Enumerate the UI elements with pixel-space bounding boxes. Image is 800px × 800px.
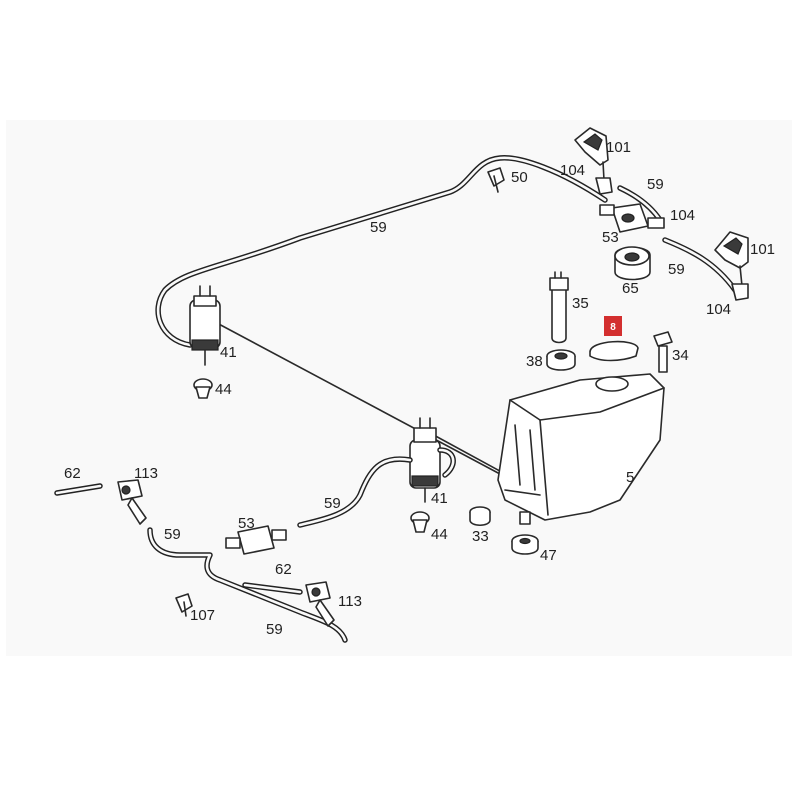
hose-59-center — [297, 447, 456, 528]
label-101-right: 101 — [750, 241, 775, 258]
clip-50 — [487, 167, 505, 193]
label-59-left: 59 — [164, 526, 181, 543]
label-59-center: 59 — [324, 495, 341, 512]
label-33: 33 — [472, 528, 489, 545]
label-104-mid: 104 — [670, 207, 695, 224]
clip-107 — [175, 593, 193, 617]
pump-41-left — [189, 285, 221, 366]
label-38: 38 — [526, 353, 543, 370]
hose-59-right-lower — [662, 237, 738, 293]
label-5: 5 — [626, 469, 634, 486]
filter-65 — [614, 246, 651, 281]
label-34: 34 — [672, 347, 689, 364]
nozzle-101-bottom — [714, 231, 749, 301]
sensor-35 — [549, 271, 569, 344]
nozzle-101-top — [574, 127, 613, 195]
grommet-44-center — [410, 511, 430, 533]
label-101-top: 101 — [606, 139, 631, 156]
label-62-lower: 62 — [275, 561, 292, 578]
label-62-left: 62 — [64, 465, 81, 482]
grommet-33 — [469, 506, 491, 527]
label-50: 50 — [511, 169, 528, 186]
hose-62-lower — [242, 582, 303, 595]
label-104-top: 104 — [560, 162, 585, 179]
label-59-right: 59 — [668, 261, 685, 278]
label-53-lower: 53 — [238, 515, 255, 532]
leader-pump41-tank — [214, 321, 531, 491]
label-113-lower: 113 — [338, 593, 362, 610]
cap-8 — [589, 340, 639, 362]
grommet-38 — [546, 349, 576, 371]
label-53-top: 53 — [602, 229, 619, 246]
valve-53-lower — [225, 525, 287, 555]
label-44-center: 44 — [431, 526, 448, 543]
pump-41-center — [409, 417, 441, 503]
grommet-44-left — [193, 378, 213, 399]
label-35: 35 — [572, 295, 589, 312]
label-59-main: 59 — [370, 219, 387, 236]
label-104-right: 104 — [706, 301, 731, 318]
bolt-34 — [653, 331, 673, 373]
label-107: 107 — [190, 607, 215, 624]
hose-59-right-top — [617, 185, 663, 223]
nozzle-113-lower — [305, 581, 335, 627]
label-59-bottom: 59 — [266, 621, 283, 638]
washer-tank-5 — [497, 373, 665, 525]
grommet-47 — [511, 534, 539, 555]
label-44-left: 44 — [215, 381, 232, 398]
label-8-highlighted: 8 — [610, 322, 616, 333]
label-41-center: 41 — [431, 490, 448, 507]
label-65: 65 — [622, 280, 639, 297]
label-113-left: 113 — [134, 465, 158, 482]
valve-53-top — [599, 203, 665, 233]
hose-59-main — [155, 155, 608, 348]
label-41-left: 41 — [220, 344, 237, 361]
nozzle-113-left — [117, 479, 147, 525]
label-47: 47 — [540, 547, 557, 564]
label-59-top-right: 59 — [647, 176, 664, 193]
highlight-box-8 — [604, 316, 622, 336]
callout-labels: 101 104 50 59 59 104 53 101 59 65 104 35… — [64, 139, 775, 638]
hose-62-left — [54, 483, 103, 496]
